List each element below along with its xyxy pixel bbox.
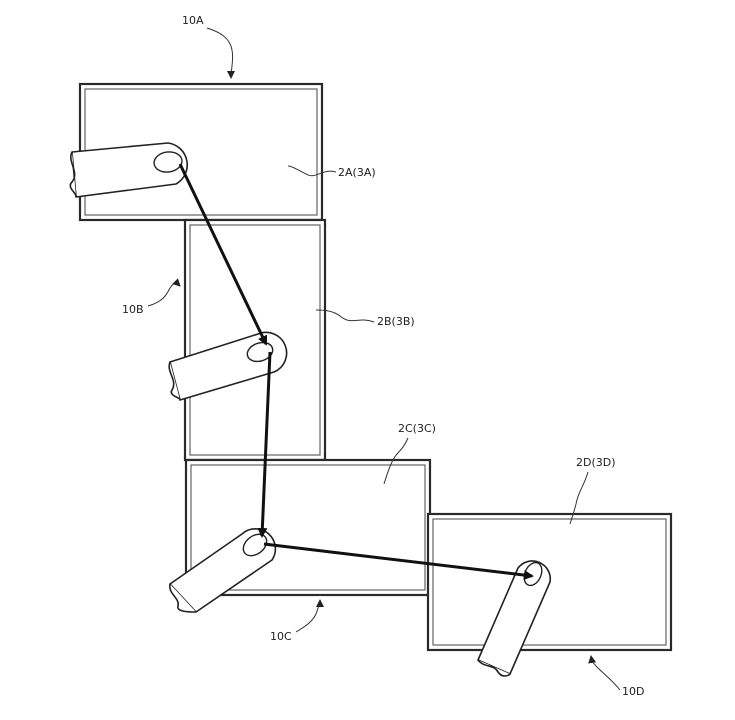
label-2b: 2B(3B) (316, 310, 415, 328)
svg-text:10D: 10D (622, 685, 644, 698)
svg-text:2A(3A): 2A(3A) (338, 166, 376, 179)
label-10d: 10D (591, 656, 644, 698)
svg-text:2C(3C): 2C(3C) (398, 422, 436, 435)
svg-text:10A: 10A (182, 14, 204, 27)
svg-text:2B(3B): 2B(3B) (377, 315, 415, 328)
svg-text:10B: 10B (122, 303, 144, 316)
label-10b: 10B (122, 283, 180, 316)
svg-text:2D(3D): 2D(3D) (576, 456, 616, 469)
label-10a: 10A (182, 14, 233, 78)
svg-text:10C: 10C (270, 630, 292, 643)
label-10c: 10C (270, 600, 320, 643)
